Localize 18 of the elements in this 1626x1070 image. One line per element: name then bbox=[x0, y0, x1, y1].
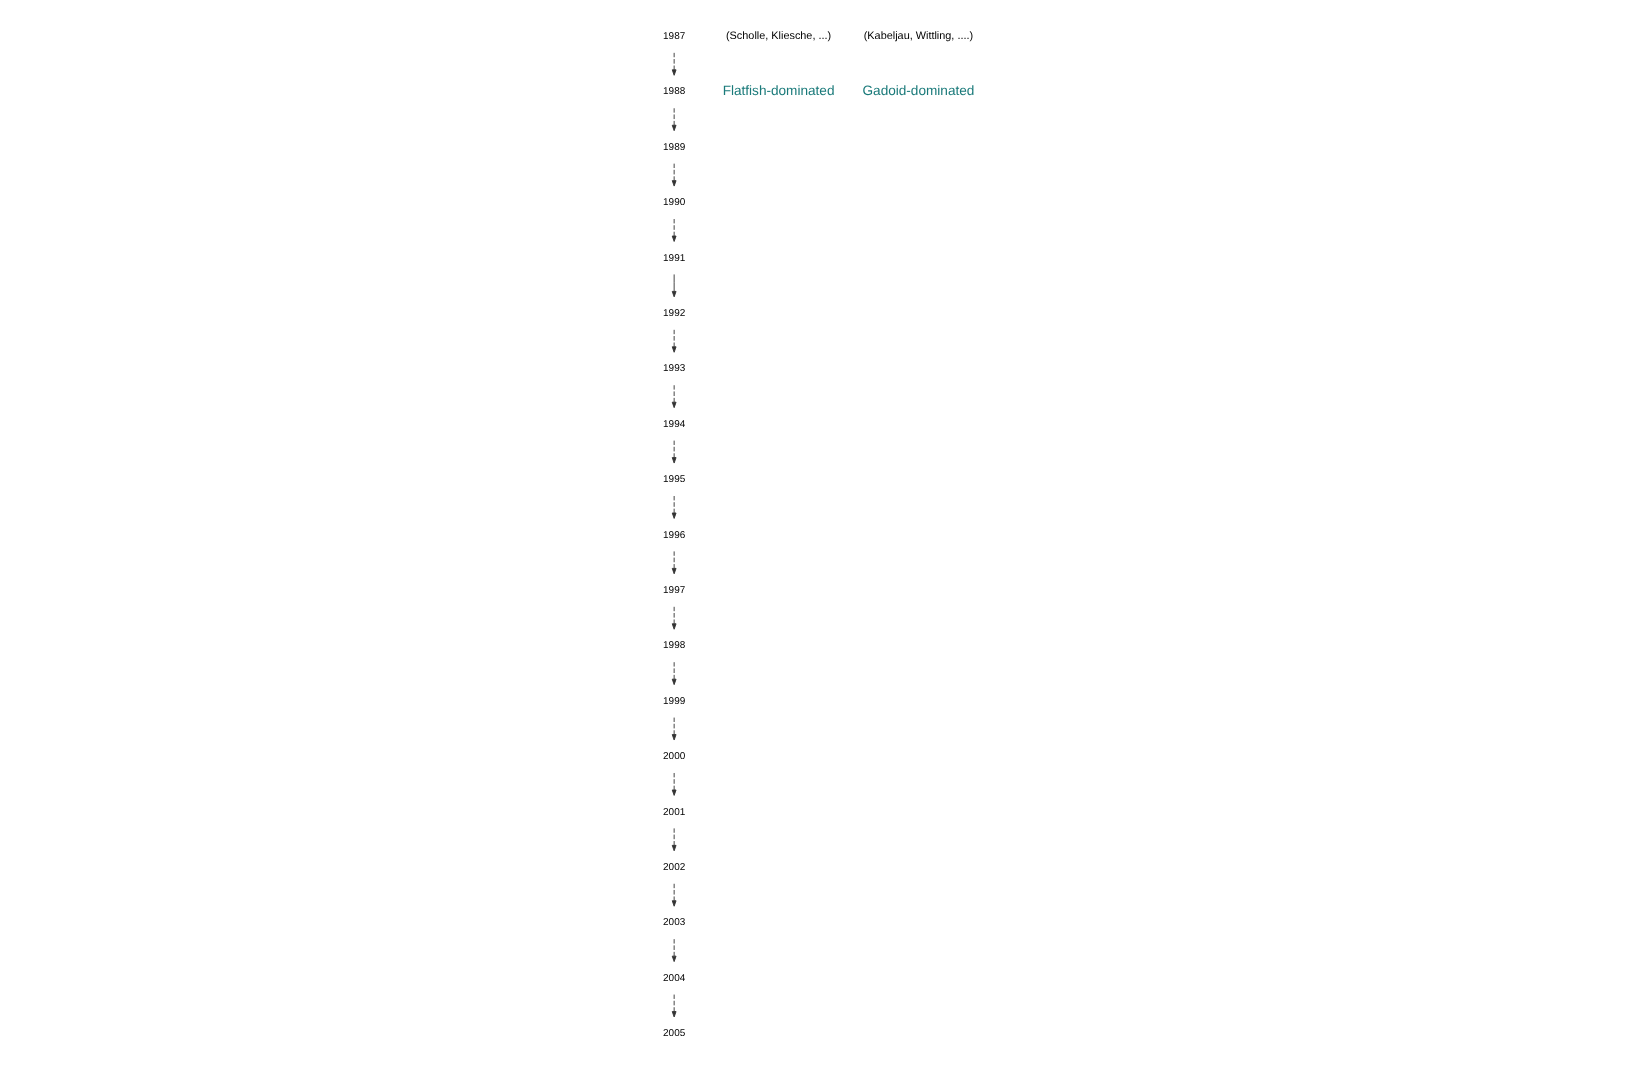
arrow bbox=[670, 329, 676, 353]
arrow bbox=[670, 52, 676, 76]
arrow bbox=[670, 218, 676, 242]
arrow bbox=[670, 107, 676, 132]
arrow bbox=[670, 495, 676, 519]
arrow bbox=[670, 661, 676, 686]
arrow bbox=[670, 163, 676, 187]
arrow bbox=[670, 384, 676, 409]
arrow bbox=[670, 274, 676, 298]
arrow bbox=[670, 827, 676, 852]
arrow bbox=[670, 994, 676, 1018]
arrow bbox=[670, 938, 676, 963]
arrow bbox=[670, 883, 676, 907]
arrow bbox=[670, 440, 676, 464]
arrow bbox=[670, 550, 676, 575]
arrow bbox=[670, 606, 676, 630]
arrow bbox=[670, 717, 676, 741]
arrow bbox=[670, 772, 676, 796]
